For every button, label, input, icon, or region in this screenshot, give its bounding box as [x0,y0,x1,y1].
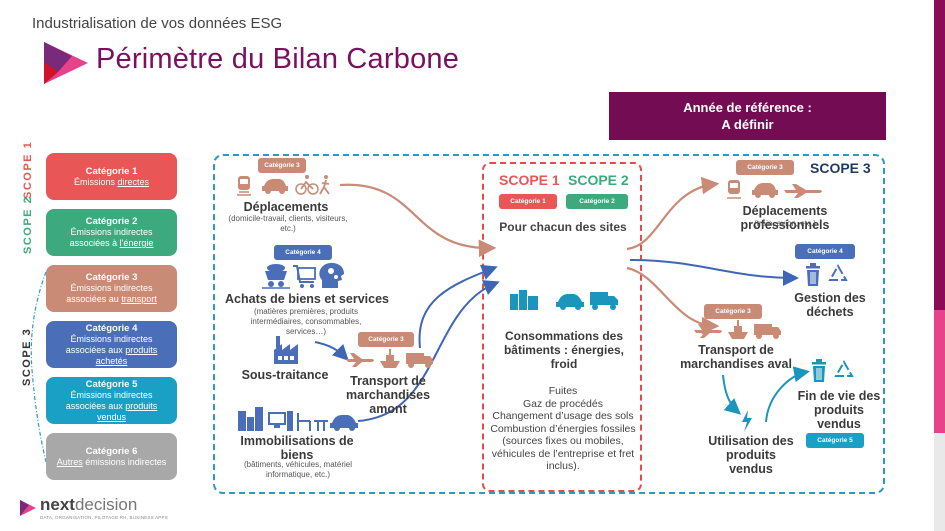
category-6-text: émissions indirectes [82,456,167,467]
subtitle: Industrialisation de vos données ESG [32,15,283,32]
achats-desc: (matières premières, produits intermédia… [250,307,362,336]
train-car-plane-icons [727,180,822,199]
center-category1-badge: Catégorie 1 [499,194,557,209]
deplacements-pro-title: Déplacements professionnels [740,204,830,232]
wagon-cart-brain-icons [262,262,344,289]
category-1-keyword: directes [117,176,150,187]
deplacements-pro-desc: (train, avion, etc.) [754,219,816,228]
category-6-keyword: Autres [56,456,83,467]
deplacements-title: Déplacements [243,200,329,214]
plane-ship-truck-icons [346,349,433,368]
detail-fuites: Fuites [548,385,578,397]
sites-label: Pour chacun des sites [499,220,627,234]
category-2-keyword: l'énergie [119,238,154,248]
footer-tagline: DATA, ORGANISATION, PILOTAGE RH, BUSINES… [40,515,168,520]
deplacements-desc: (domicile-travail, clients, visiteurs, e… [228,214,348,233]
sous-traitance-title: Sous-traitance [241,368,329,382]
deplacements-category-badge: Catégorie 3 [258,158,306,173]
category-3-pre: associées au [66,294,122,304]
category-5-title: Catégorie 5 [85,378,138,390]
buildings-computer-furniture-car-icons [238,407,358,431]
deplacements-pro-category-badge: Catégorie 3 [736,160,794,175]
reference-year-label: Année de référence : [683,100,812,115]
side-accent-bar-pink [934,310,945,433]
category-2-text: Émissions indirectes [70,227,153,237]
category-1-text: Émissions [73,176,118,187]
footer-logo-icon [20,500,36,516]
immobilisations-title: Immobilisations de biens [240,434,354,462]
category-1-title: Catégorie 1 [85,165,138,177]
category-4-pre: associées aux [65,344,126,355]
detail-combustion: Combustion d’énergies fossiles (sources … [490,422,636,473]
category-5-keyword: produits vendus [96,400,158,422]
scope3-frame [213,154,885,494]
category-2-title: Catégorie 2 [85,216,138,227]
footer-brand-bold: next [40,495,75,514]
footer-brand: nextdecision [40,496,137,514]
brand-logo-icon [44,42,88,84]
reference-year-box: Année de référence : A définir [609,92,886,140]
center-category2-badge: Catégorie 2 [566,194,628,209]
immobilisations-desc: (bâtiments, véhicules, matériel informat… [243,460,353,479]
center-details: Fuites Gaz de procédés Changement d’usag… [488,385,638,473]
factory-icon [274,336,298,364]
dechets-category-badge: Catégorie 4 [795,244,855,259]
category-6-title: Catégorie 6 [85,445,138,457]
train-car-bike-walk-icons [237,175,330,196]
center-scope2-label: SCOPE 2 [568,172,629,188]
scope3-label: SCOPE 3 [810,160,871,176]
trash-recycle-icons-finvie [812,359,854,382]
category-5-card: Catégorie 5 Émissions indirectes associé… [46,377,177,424]
consommations-title: Consommations des bâtiments : énergies, … [503,329,625,371]
plane-ship-truck-icons-aval [694,320,781,339]
category-3-keyword: transport [121,294,157,304]
utilisation-title: Utilisation des produits vendus [708,434,794,476]
transport-aval-category-badge: Catégorie 3 [704,304,762,319]
dechets-title: Gestion des déchets [794,291,866,319]
category-2-card: Catégorie 2 Émissions indirectes associé… [46,209,177,256]
lightning-icon [742,410,752,432]
detail-usage-sols: Changement d’usage des sols [492,410,634,422]
achats-title: Achats de biens et services [225,292,389,306]
buildings-car-truck-icons [510,290,618,310]
achats-category-badge: Catégorie 4 [274,245,332,260]
reference-year-value: A définir [721,117,774,132]
category-4-title: Catégorie 4 [85,322,138,334]
category-1-card: Catégorie 1 Émissions directes [46,153,177,200]
detail-gaz: Gaz de procédés [523,397,603,410]
fin-de-vie-category-badge: Catégorie 5 [806,433,864,448]
transport-amont-title: Transport de marchandises amont [346,374,431,416]
category-2-pre: associées à [69,238,120,248]
page-title: Périmètre du Bilan Carbone [96,43,460,75]
trash-recycle-icons [806,263,848,286]
category-5-pre: associées aux [65,400,126,411]
scope3-bracket [30,271,47,463]
footer-brand-light: decision [74,495,138,514]
category-6-card: Catégorie 6 Autres émissions indirectes [46,433,177,480]
category-3-title: Catégorie 3 [85,272,138,283]
category-3-text: Émissions indirectes [70,283,153,293]
category-5-text: Émissions indirectes [70,389,153,400]
category-4-keyword: produits achetés [95,344,158,366]
fin-de-vie-title: Fin de vie des produits vendus [797,389,881,431]
category-3-card: Catégorie 3 Émissions indirectes associé… [46,265,177,312]
category-4-card: Catégorie 4 Émissions indirectes associé… [46,321,177,368]
transport-aval-title: Transport de marchandises aval [680,343,792,371]
category-4-text: Émissions indirectes [70,333,153,344]
transport-amont-category-badge: Catégorie 3 [358,332,414,347]
side-accent-bar-grey [934,433,945,531]
side-accent-bar-magenta [934,0,945,310]
center-scope1-label: SCOPE 1 [499,172,560,188]
